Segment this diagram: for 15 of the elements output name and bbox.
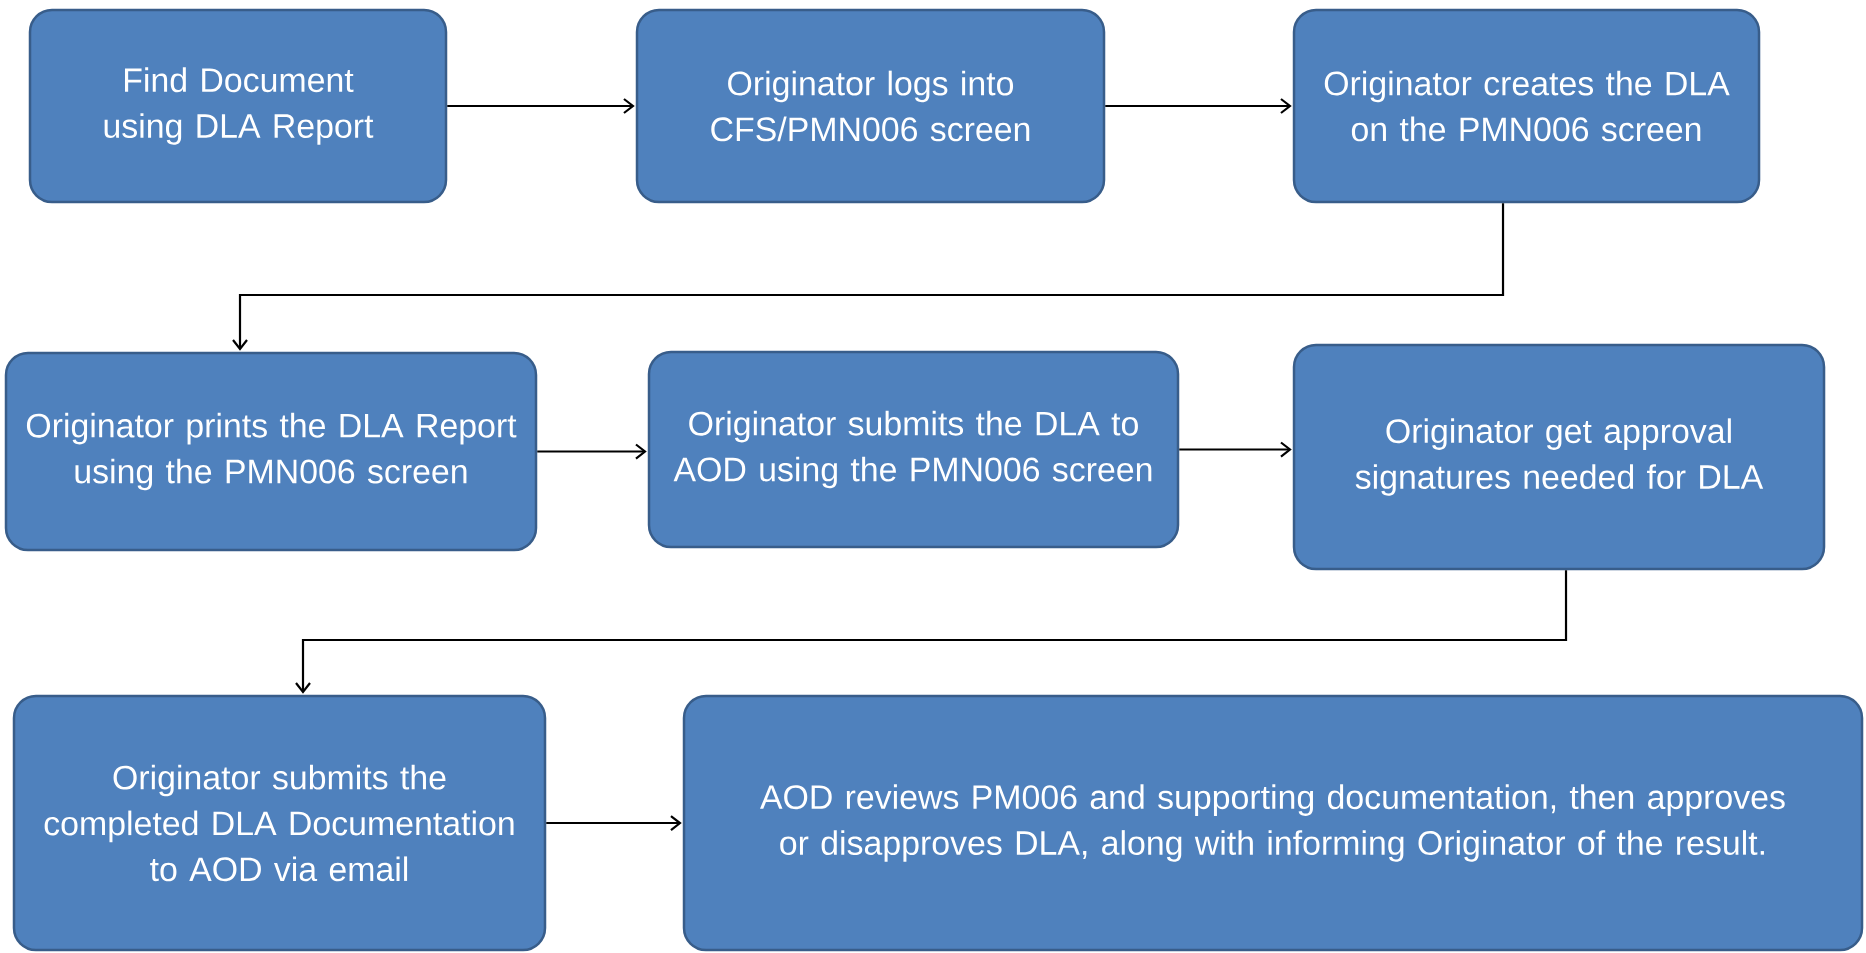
process-box: Originator submits the DLA to AOD using the PMN006 screen [647,350,1180,549]
arrow [1105,98,1292,114]
process-box: AOD reviews PM006 and supporting documentation, then approves or disapproves DLA, along with informing Originator of the result. [682,694,1864,952]
arrow [1179,441,1292,458]
process-box: Originator submits the completed DLA Documentation to AOD via email [12,694,547,952]
process-box: Originator get approval signatures needed for DLA [1292,343,1826,571]
process-box: Originator logs into CFS/PMN006 screen [635,8,1106,204]
process-box: Originator prints the DLA Report using the PMN006 screen [4,351,538,552]
arrow [295,570,1568,694]
arrow [546,815,682,831]
arrow [447,98,635,114]
arrow [232,203,1505,351]
process-box: Originator creates the DLA on the PMN006 screen [1292,8,1761,204]
process-box: Find Document using DLA Report [28,8,448,204]
arrow [537,443,647,460]
